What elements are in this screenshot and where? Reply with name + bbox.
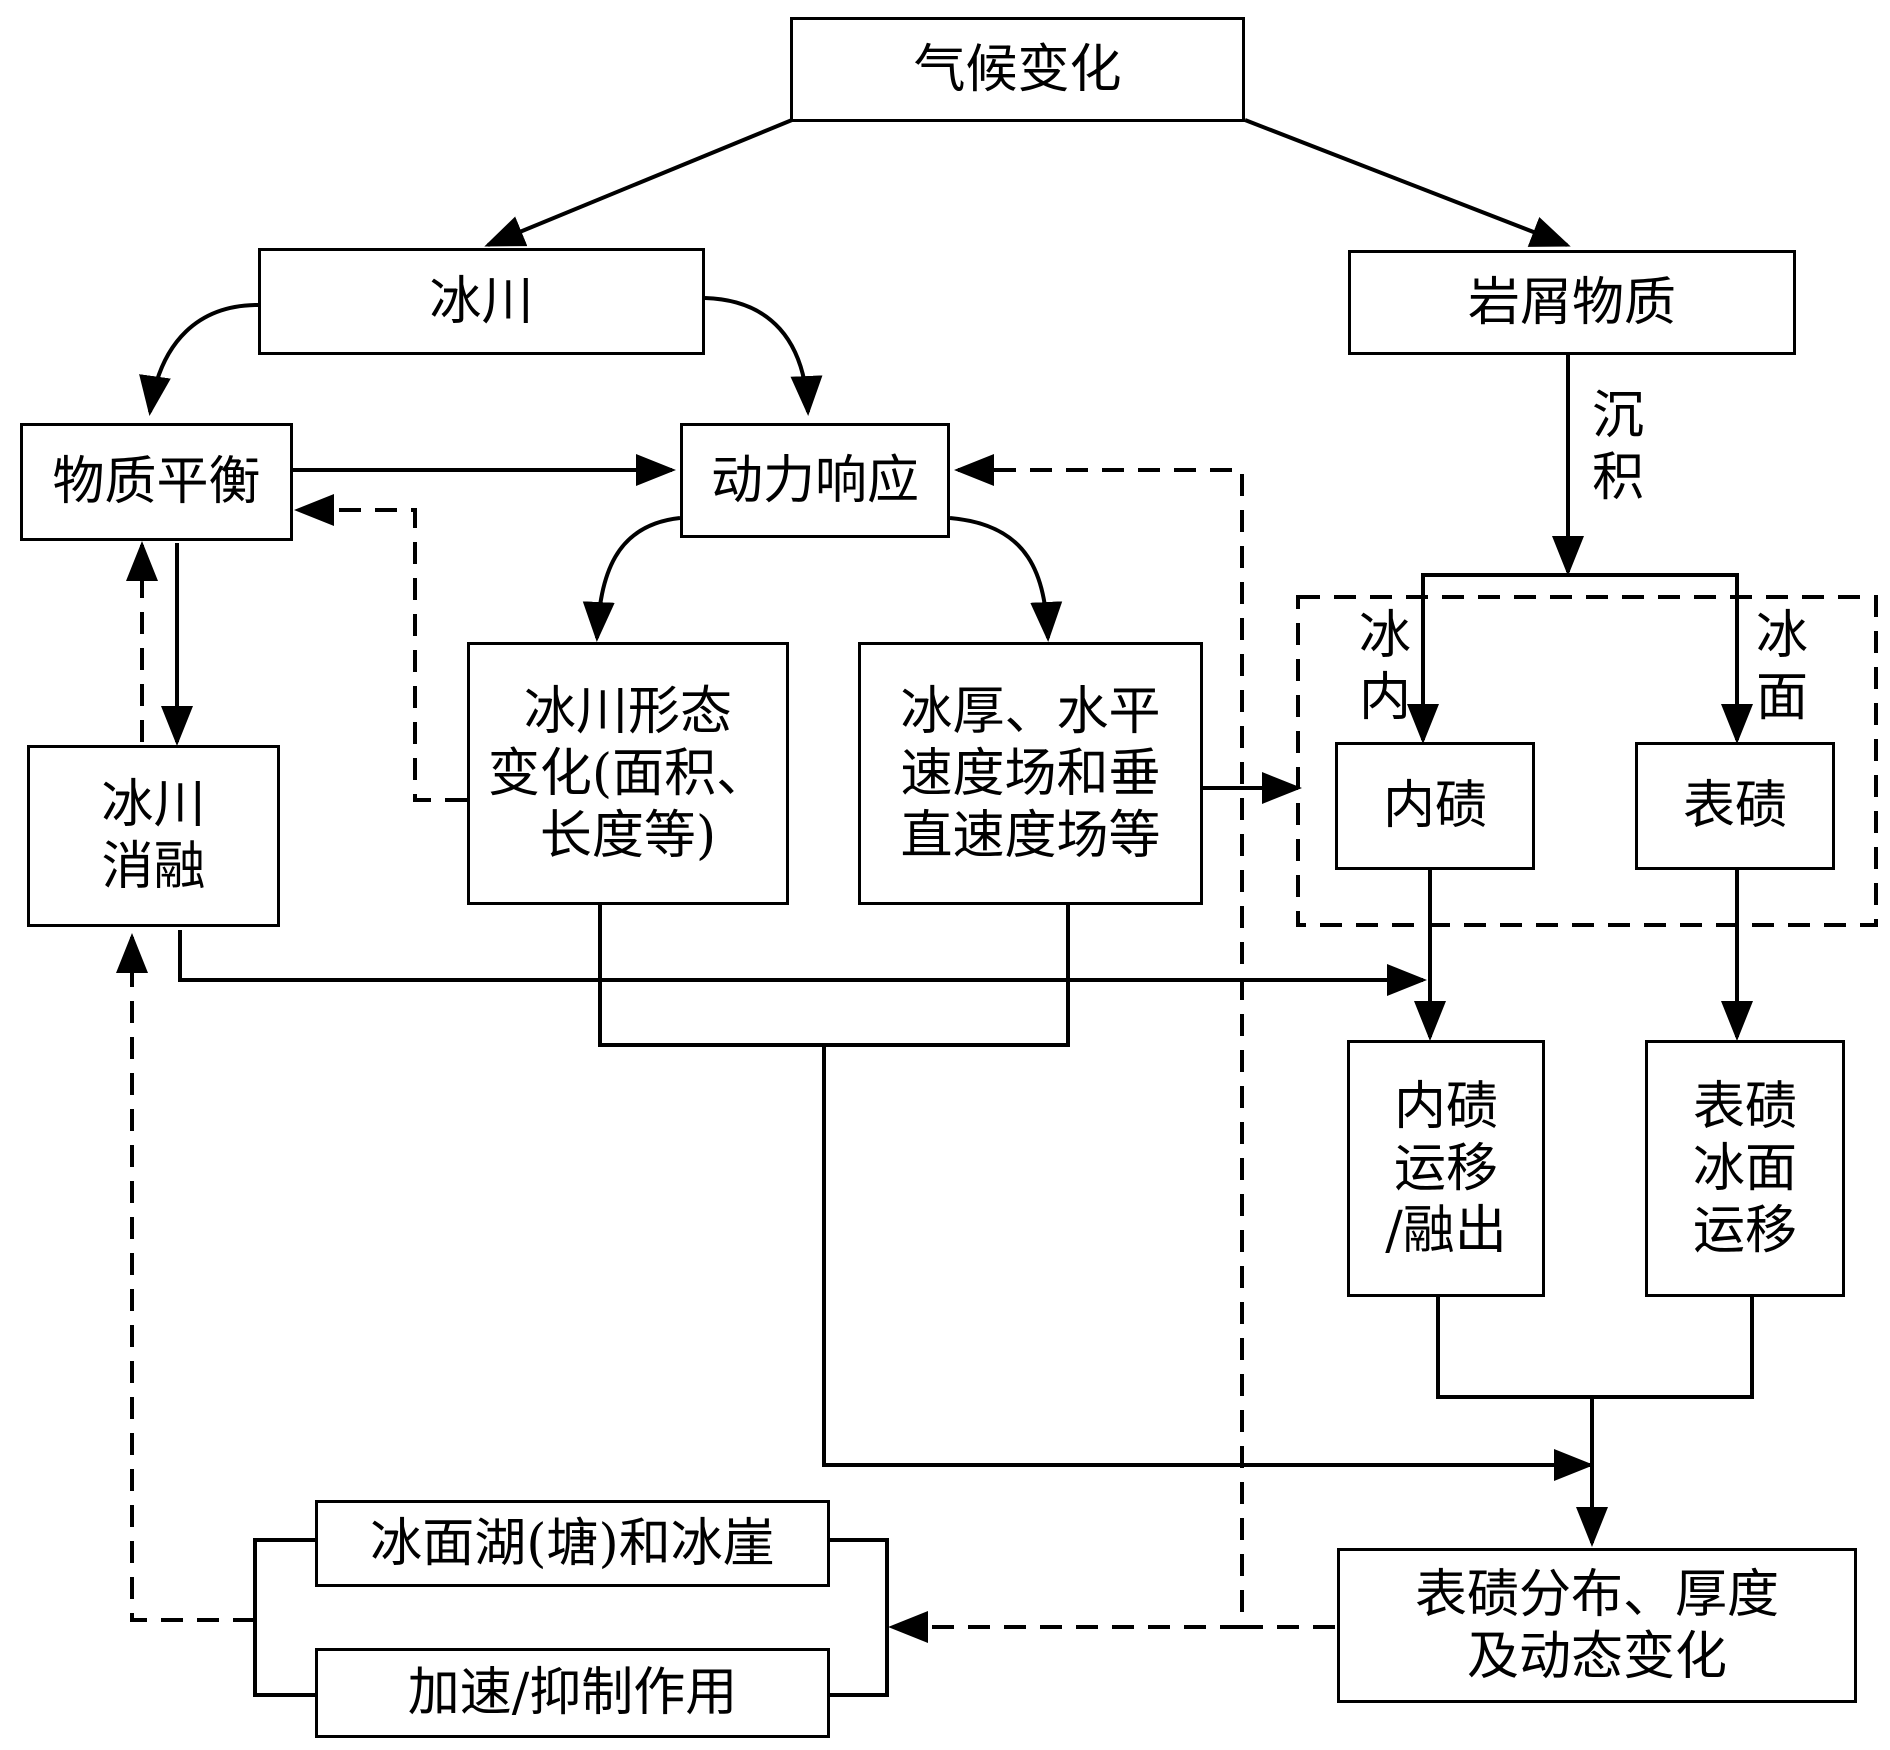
climate-change-label: 气候变化 <box>913 39 1122 100</box>
arrow-dynamic-to-thickness <box>949 516 1063 642</box>
climate-change-box: 气候变化 <box>790 17 1245 122</box>
accelerate-inhibit-label: 加速/抑制作用 <box>407 1663 738 1723</box>
arrow-melt-to-englacial-transport <box>178 930 1423 982</box>
feedback-bracket-to-melt <box>116 933 255 1622</box>
branch-deposition <box>1421 573 1739 740</box>
debris-box: 岩屑物质 <box>1348 250 1796 355</box>
bracket-left <box>253 1538 315 1697</box>
englacial-debris-box: 内碛 <box>1335 742 1535 870</box>
debris-label: 岩屑物质 <box>1467 272 1676 333</box>
arrow-glacier-to-mass-balance <box>139 303 259 416</box>
ponds-cliffs-label: 冰面湖(塘)和冰崖 <box>370 1513 775 1574</box>
arrow-dynamic-to-morphology <box>582 516 681 642</box>
supraglacial-transport-label: 表碛 冰面 运移 <box>1692 1076 1797 1261</box>
accelerate-inhibit-box: 加速/抑制作用 <box>315 1648 830 1738</box>
debris-group-dashed-box <box>1296 595 1878 927</box>
supraglacial-branch-label: 冰 面 <box>1755 606 1808 728</box>
ice-thickness-velocity-box: 冰厚、水平 速度场和垂 直速度场等 <box>858 642 1203 905</box>
glacier-morphology-box: 冰川形态 变化(面积、 长度等) <box>467 642 789 905</box>
deposition-label: 沉 积 <box>1591 386 1644 508</box>
merge-dynamic-outputs <box>598 905 1070 1047</box>
arrow-glacier-to-dynamic-response <box>704 296 823 416</box>
dynamic-response-box: 动力响应 <box>680 423 950 538</box>
glacier-box: 冰川 <box>258 248 705 355</box>
englacial-debris-label: 内碛 <box>1382 776 1487 836</box>
dynamic-response-label: 动力响应 <box>710 450 919 511</box>
ice-thickness-velocity-label: 冰厚、水平 速度场和垂 直速度场等 <box>900 681 1161 866</box>
supraglacial-transport-box: 表碛 冰面 运移 <box>1645 1040 1845 1297</box>
bracket-right <box>830 1538 889 1697</box>
feedback-morphology-to-mass-balance <box>294 494 467 802</box>
merge-transports <box>1436 1297 1754 1399</box>
arrow-climate-to-debris <box>1244 118 1571 247</box>
glacier-melt-label: 冰川 消融 <box>101 775 206 897</box>
debris-distribution-label: 表碛分布、厚度 及动态变化 <box>1414 1564 1779 1687</box>
arrow-climate-to-glacier <box>484 118 793 247</box>
mass-balance-box: 物质平衡 <box>20 423 293 541</box>
mass-balance-label: 物质平衡 <box>52 452 261 512</box>
englacial-transport-label: 内碛 运移 /融出 <box>1385 1076 1507 1261</box>
supraglacial-debris-box: 表碛 <box>1635 742 1835 870</box>
glacier-morphology-label: 冰川形态 变化(面积、 长度等) <box>487 681 769 866</box>
englacial-branch-label: 冰 内 <box>1358 606 1411 728</box>
debris-distribution-box: 表碛分布、厚度 及动态变化 <box>1337 1548 1857 1703</box>
supraglacial-debris-label: 表碛 <box>1682 776 1787 836</box>
englacial-transport-box: 内碛 运移 /融出 <box>1347 1040 1545 1297</box>
glacier-label: 冰川 <box>429 271 534 332</box>
feedback-distribution-to-dynamic <box>954 454 1335 1629</box>
ponds-cliffs-box: 冰面湖(塘)和冰崖 <box>315 1500 830 1587</box>
glacier-melt-box: 冰川 消融 <box>27 745 280 927</box>
